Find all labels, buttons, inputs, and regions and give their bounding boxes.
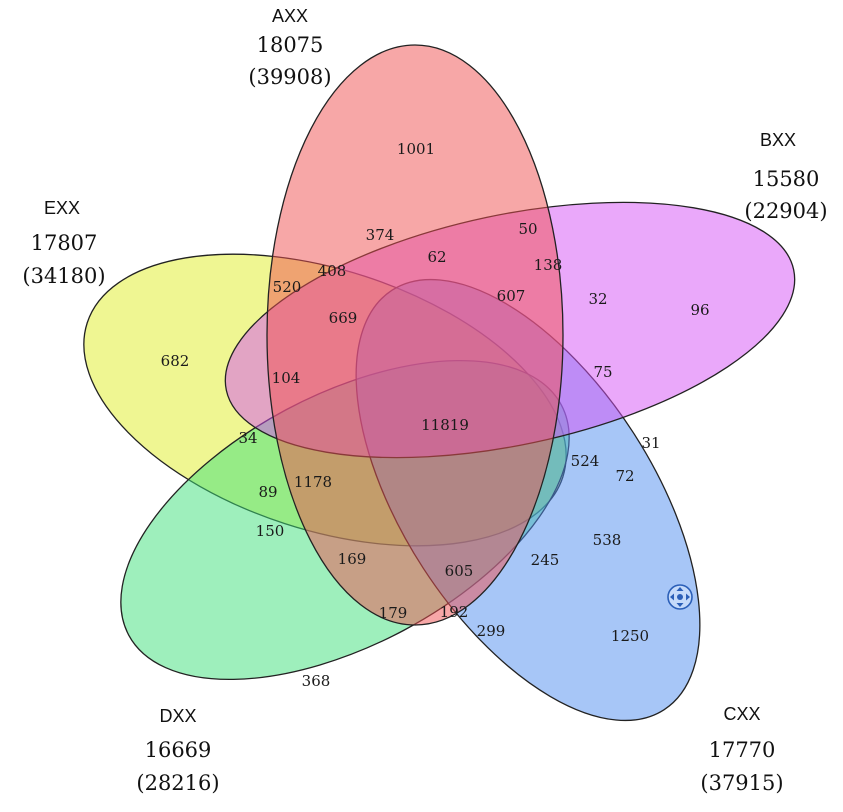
set-total: (37915) bbox=[700, 771, 783, 795]
region-count: 150 bbox=[256, 522, 285, 540]
set-name: DXX bbox=[159, 706, 196, 726]
region-count: 62 bbox=[427, 248, 446, 266]
set-label-d: DXX 16669 (28216) bbox=[136, 706, 219, 795]
set-total: (28216) bbox=[136, 771, 219, 795]
set-count: 17770 bbox=[709, 738, 776, 762]
region-count: 682 bbox=[161, 352, 190, 370]
region-count: 138 bbox=[534, 256, 563, 274]
set-name: EXX bbox=[44, 198, 80, 218]
region-count: 1178 bbox=[294, 473, 332, 491]
set-a-ellipse bbox=[266, 44, 564, 626]
region-count: 299 bbox=[477, 622, 506, 640]
region-count: 31 bbox=[641, 434, 660, 452]
set-label-a: AXX 18075 (39908) bbox=[248, 6, 331, 89]
set-label-e: EXX 17807 (34180) bbox=[22, 198, 105, 288]
region-count: 374 bbox=[366, 226, 395, 244]
set-count: 18075 bbox=[257, 33, 324, 57]
region-labels: 1001 96 1250 368 682 50 374 520 408 62 1… bbox=[161, 140, 710, 690]
set-total: (22904) bbox=[744, 199, 827, 223]
set-name: CXX bbox=[723, 704, 760, 724]
set-label-b: BXX 15580 (22904) bbox=[744, 130, 827, 223]
set-total: (39908) bbox=[248, 65, 331, 89]
region-count: 72 bbox=[615, 467, 634, 485]
set-count: 17807 bbox=[31, 231, 98, 255]
region-count: 104 bbox=[272, 369, 301, 387]
set-count: 15580 bbox=[753, 167, 820, 191]
set-label-c: CXX 17770 (37915) bbox=[700, 704, 783, 795]
region-count: 169 bbox=[338, 550, 367, 568]
region-count: 408 bbox=[318, 262, 347, 280]
region-count: 179 bbox=[379, 604, 408, 622]
region-count: 11819 bbox=[421, 416, 469, 434]
set-name: AXX bbox=[272, 6, 308, 26]
region-count: 89 bbox=[258, 483, 277, 501]
region-count: 605 bbox=[445, 562, 474, 580]
region-count: 1250 bbox=[611, 627, 649, 645]
region-count: 669 bbox=[329, 309, 358, 327]
region-count: 245 bbox=[531, 551, 560, 569]
set-count: 16669 bbox=[145, 738, 212, 762]
region-count: 34 bbox=[238, 429, 257, 447]
region-count: 520 bbox=[273, 278, 302, 296]
region-count: 368 bbox=[302, 672, 331, 690]
region-count: 75 bbox=[593, 363, 612, 381]
set-name: BXX bbox=[760, 130, 796, 150]
pan-control-icon[interactable] bbox=[667, 584, 693, 610]
region-count: 538 bbox=[593, 531, 622, 549]
region-count: 32 bbox=[588, 290, 607, 308]
region-count: 524 bbox=[571, 452, 600, 470]
set-total: (34180) bbox=[22, 264, 105, 288]
region-count: 96 bbox=[690, 301, 709, 319]
region-count: 607 bbox=[497, 287, 526, 305]
region-count: 50 bbox=[518, 220, 537, 238]
region-count: 1001 bbox=[397, 140, 435, 158]
region-count: 192 bbox=[440, 603, 469, 621]
